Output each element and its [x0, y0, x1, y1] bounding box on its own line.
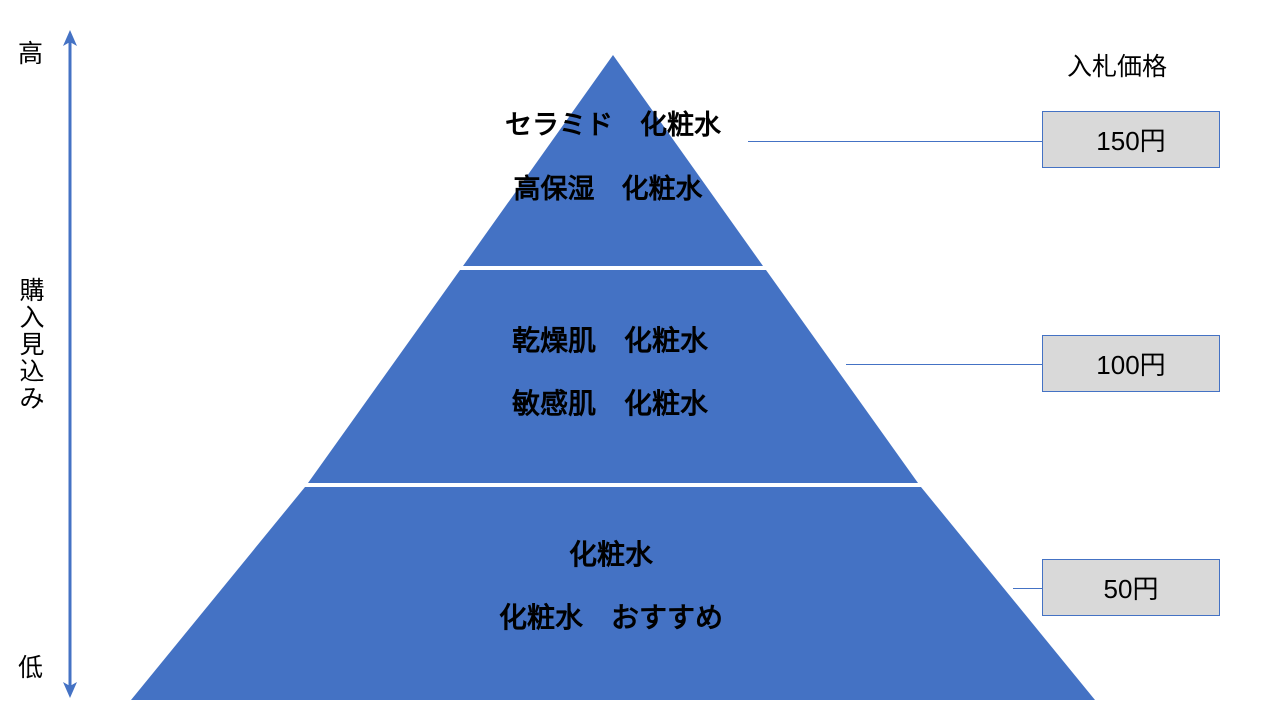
connector-line-tier-top [748, 141, 1042, 142]
axis-mid-char-2: 入 [19, 304, 45, 332]
tier-top-keyword-1: セラミド 化粧水 [505, 110, 721, 140]
pyramid-tier-bottom[interactable] [131, 487, 1095, 700]
tier-top-keyword-2: 高保湿 化粧水 [513, 174, 703, 204]
tier-bottom-keyword-2: 化粧水 おすすめ [498, 602, 724, 633]
tier-middle-keyword-2: 敏感肌 化粧水 [511, 388, 709, 419]
tier-middle-keyword-1: 乾燥肌 化粧水 [511, 325, 709, 356]
price-box-150[interactable]: 150円 [1042, 111, 1220, 168]
price-box-100[interactable]: 100円 [1042, 335, 1220, 392]
axis-label-low: 低 [18, 654, 44, 682]
tier-bottom-keyword-1: 化粧水 [568, 539, 654, 570]
axis-label-high: 高 [18, 40, 44, 68]
axis-mid-char-3: 見 [19, 331, 45, 359]
pyramid-tier-top[interactable] [463, 55, 763, 266]
connector-line-tier-middle [846, 364, 1042, 365]
price-column-header: 入札価格 [1067, 53, 1168, 81]
axis-mid-char-1: 購 [19, 277, 45, 305]
connector-line-tier-bottom [1013, 588, 1042, 589]
axis-mid-char-4: 込 [19, 358, 45, 386]
purchase-intent-axis-arrow [63, 30, 77, 698]
axis-mid-char-5: み [19, 385, 45, 413]
price-box-50[interactable]: 50円 [1042, 559, 1220, 616]
pyramid-tier-middle[interactable] [308, 270, 918, 483]
axis-label-purchase-intent: 購 入 見 込 み [16, 278, 48, 413]
